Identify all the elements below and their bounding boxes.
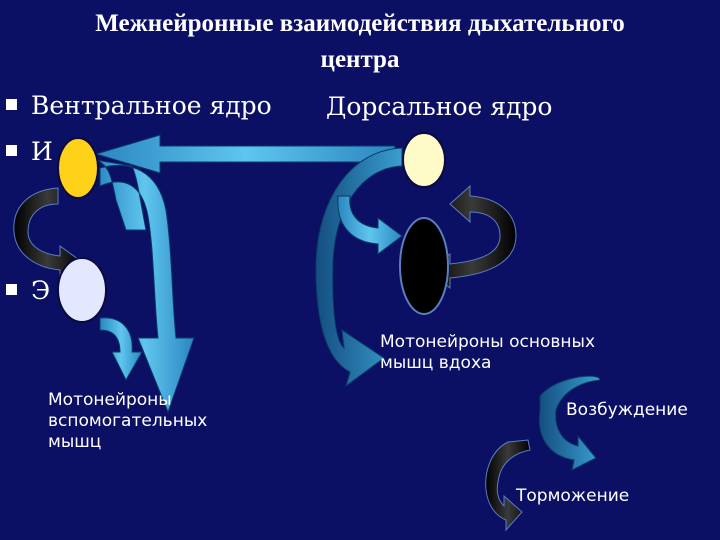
excitation-label: Возбуждение <box>566 400 688 420</box>
inhibition-label: Торможение <box>516 486 630 506</box>
aux-motoneurons-line-1: Мотонейроны <box>48 390 172 410</box>
aux-motoneurons-label: Мотонейроны вспомогательных мышц <box>48 390 207 453</box>
ventral-nucleus-label: Вентральное ядро <box>31 91 272 120</box>
expiratory-to-aux-arrow <box>99 317 143 382</box>
main-motoneurons-line-1: Мотонейроны основных <box>380 332 596 352</box>
dorsal-inner-arrow <box>337 195 403 255</box>
bullet-square-icon <box>6 99 17 110</box>
inspiratory-label: И <box>31 137 53 166</box>
expiratory-label: Э <box>31 276 51 305</box>
bullet-expiratory: Э <box>6 276 50 306</box>
bullet-inspiratory: И <box>6 137 53 167</box>
main-motoneurons-line-2: мышц вдоха <box>380 353 492 373</box>
title-line-1: Межнейронные взаимодействия дыхательного <box>95 10 625 37</box>
expiratory-neuron <box>57 257 107 323</box>
main-motoneurons-label: Мотонейроны основных мышц вдоха <box>380 332 595 374</box>
dorsal-loop-arrow <box>427 184 517 290</box>
page-title: Межнейронные взаимодействия дыхательного… <box>0 6 720 78</box>
inhibition-legend-arrow <box>485 439 531 532</box>
bullet-ventral: Вентральное ядро <box>6 91 272 121</box>
bullet-square-icon <box>6 284 17 295</box>
dorsal-nucleus-label: Дорсальное ядро <box>326 92 553 121</box>
dorsal-neuron-top <box>402 132 446 188</box>
dorsal-to-ventral-arrow <box>94 134 396 174</box>
aux-motoneurons-line-2: вспомогательных <box>48 411 208 431</box>
aux-motoneurons-line-3: мышц <box>48 432 102 452</box>
excitation-legend-arrow <box>538 375 601 471</box>
title-line-2: центра <box>320 46 400 73</box>
dorsal-neuron-bottom <box>399 217 449 315</box>
inspiratory-neuron <box>57 137 99 199</box>
inspiratory-to-aux-motoneurons-arrow <box>95 159 195 414</box>
bullet-square-icon <box>6 145 17 156</box>
